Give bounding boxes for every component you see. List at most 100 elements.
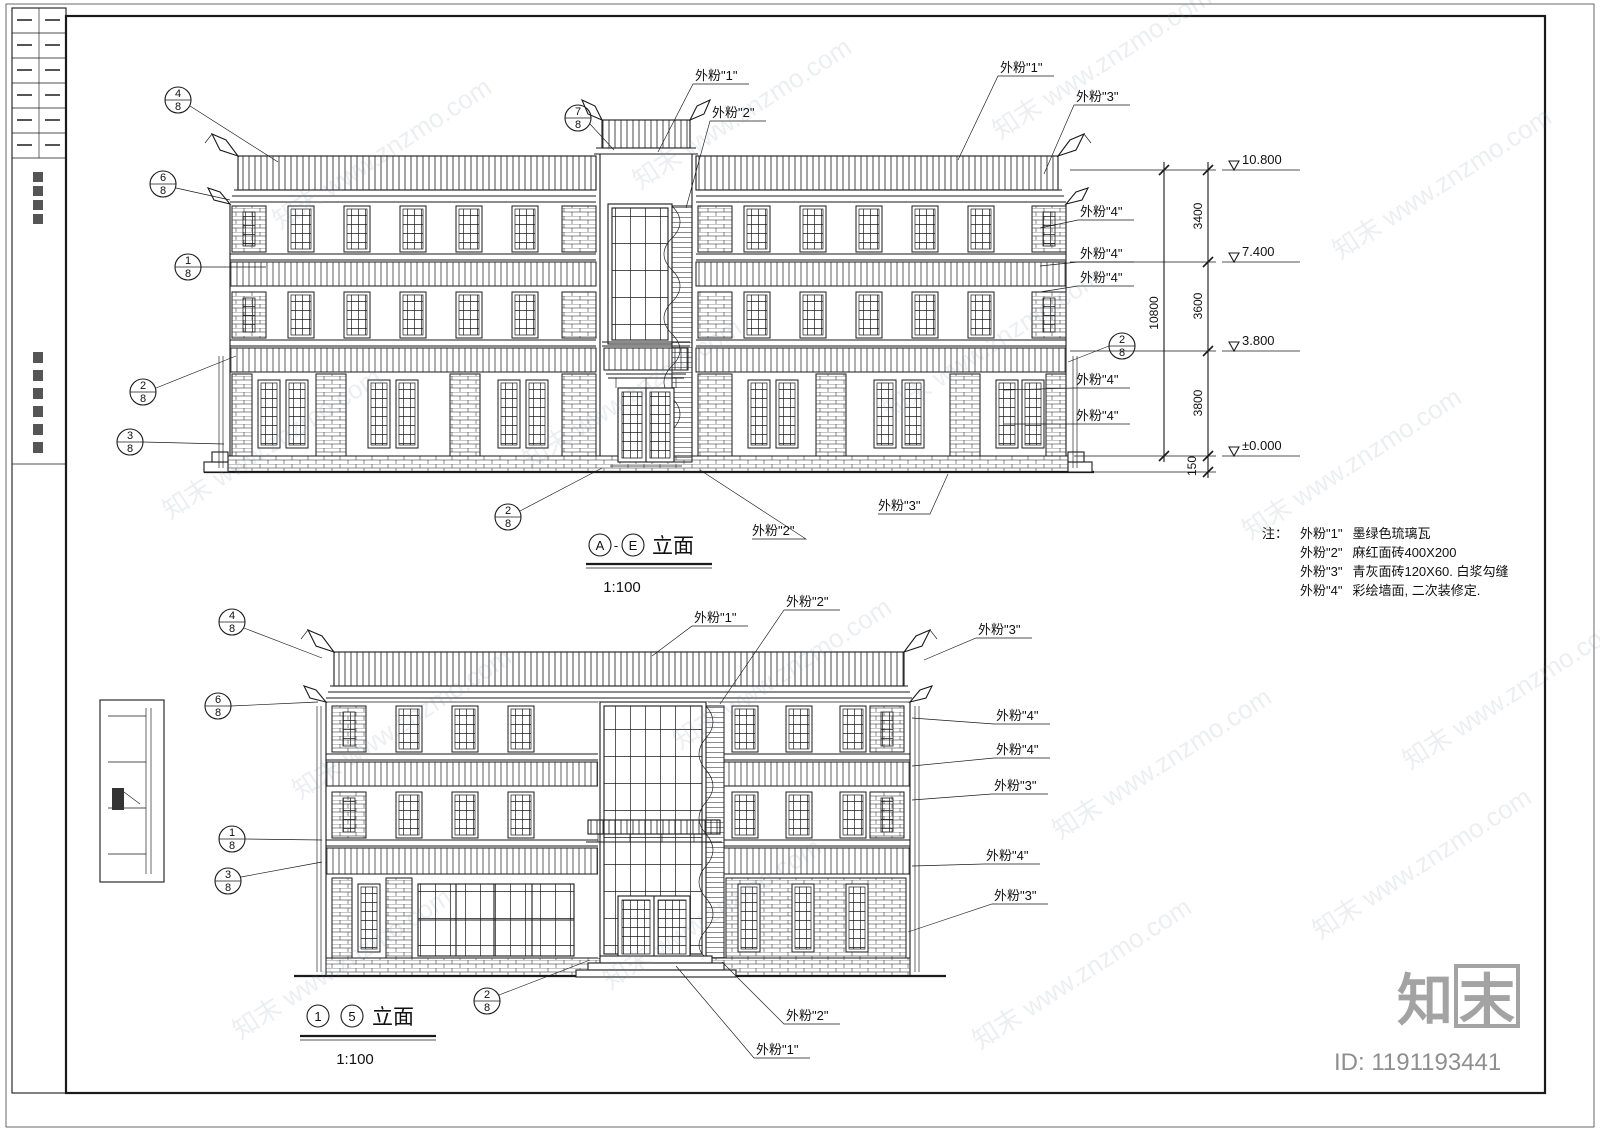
axis-callout: 38 bbox=[116, 428, 225, 456]
watermark-text: 知末 www.znzmo.com bbox=[1307, 781, 1537, 945]
svg-text:8: 8 bbox=[229, 623, 235, 635]
svg-text:7: 7 bbox=[575, 106, 581, 118]
svg-text:8: 8 bbox=[505, 518, 511, 530]
finish-annotation: 外粉"3" bbox=[1043, 89, 1130, 175]
elevation-bottom-title: 1 5 立面 1:100 bbox=[300, 1004, 436, 1068]
wall-section-detail bbox=[99, 699, 165, 883]
svg-text:8: 8 bbox=[140, 393, 146, 405]
svg-text:外粉"1": 外粉"1" bbox=[695, 68, 738, 83]
notes-prefix: 注： bbox=[1262, 526, 1288, 541]
grid-sep: - bbox=[614, 538, 618, 553]
axis-callouts-top: 48 68 18 28 38 78 28 28 bbox=[116, 86, 1136, 531]
level-value: 10.800 bbox=[1242, 152, 1282, 167]
svg-text:外粉"2": 外粉"2" bbox=[712, 105, 755, 120]
svg-text:8: 8 bbox=[127, 443, 133, 455]
svg-text:外粉"4": 外粉"4" bbox=[1080, 246, 1123, 261]
grid-end: 5 bbox=[348, 1009, 355, 1024]
dimension-stack: 3400 3600 3800 150 10800 10.800 7.400 3.… bbox=[1070, 152, 1300, 478]
finish-annotation: 外粉"3" bbox=[878, 473, 949, 515]
level-marker: ±0.000 bbox=[1222, 438, 1300, 458]
title-block-strip bbox=[11, 7, 67, 1094]
axis-callout: 38 bbox=[214, 861, 323, 895]
svg-text:1: 1 bbox=[229, 827, 235, 839]
svg-text:3: 3 bbox=[127, 430, 133, 442]
svg-text:6: 6 bbox=[160, 172, 166, 184]
grid-start: A bbox=[596, 538, 605, 553]
top-second-floor-windows bbox=[231, 291, 1067, 339]
finish-annotation: 外粉"2" bbox=[685, 105, 766, 209]
svg-text:8: 8 bbox=[1119, 347, 1125, 359]
svg-text:4: 4 bbox=[175, 88, 181, 100]
dim-total: 10800 bbox=[1147, 296, 1161, 330]
footer-id: ID: 1191193441 bbox=[1334, 1049, 1501, 1076]
note-line: 外粉"4"彩绘墙面, 二次装修定. bbox=[1300, 583, 1480, 598]
svg-text:2: 2 bbox=[505, 505, 511, 517]
elevation-scale: 1:100 bbox=[603, 579, 641, 596]
svg-text:2: 2 bbox=[484, 989, 490, 1001]
title-block-text bbox=[17, 19, 60, 453]
finish-annotation: 外粉"3" bbox=[911, 778, 1048, 801]
svg-text:外粉"3": 外粉"3" bbox=[878, 498, 921, 513]
finish-annotation: 外粉"4" bbox=[1004, 408, 1130, 425]
finish-annotation: 外粉"2" bbox=[699, 469, 808, 540]
svg-text:外粉"4": 外粉"4" bbox=[986, 848, 1029, 863]
bottom-second-floor-windows bbox=[331, 791, 905, 839]
finish-annotation: 外粉"3" bbox=[923, 622, 1032, 661]
svg-text:外粉"4": 外粉"4" bbox=[1080, 204, 1123, 219]
svg-text:2: 2 bbox=[140, 380, 146, 392]
level-marker: 10.800 bbox=[1222, 152, 1300, 172]
note-line: 外粉"2"麻红面砖400X200 bbox=[1300, 545, 1457, 560]
axis-callout: 18 bbox=[218, 825, 323, 853]
dim-segment: 3600 bbox=[1191, 292, 1205, 319]
finish-annotation: 外粉"3" bbox=[907, 888, 1048, 933]
svg-text:8: 8 bbox=[484, 1002, 490, 1014]
grid-end: E bbox=[629, 538, 638, 553]
brand-logo: 知 末 bbox=[1397, 964, 1520, 1032]
top-tower bbox=[580, 98, 712, 467]
axis-callouts-bottom: 48 68 18 38 28 bbox=[204, 608, 591, 1015]
axis-callout: 28 bbox=[129, 355, 237, 406]
watermark-text: 知末 www.znzmo.com bbox=[1047, 681, 1277, 845]
svg-text:8: 8 bbox=[175, 101, 181, 113]
svg-text:1: 1 bbox=[185, 255, 191, 267]
svg-text:4: 4 bbox=[229, 610, 235, 622]
watermark-text: 知末 www.znzmo.com bbox=[967, 891, 1197, 1055]
finish-annotation: 外粉"4" bbox=[1003, 372, 1130, 391]
svg-text:外粉"3": 外粉"3" bbox=[978, 622, 1021, 637]
elevation-bottom bbox=[294, 628, 946, 978]
finish-annotations-top: 外粉"1" 外粉"2" 外粉"1" 外粉"3" 外粉"4" 外粉"4" 外粉"4… bbox=[657, 60, 1134, 540]
finish-annotation: 外粉"4" bbox=[911, 708, 1050, 725]
finish-annotation: 外粉"1" bbox=[675, 965, 810, 1059]
svg-text:外粉"1": 外粉"1" bbox=[1000, 60, 1043, 75]
svg-text:外粉"4": 外粉"4" bbox=[996, 742, 1039, 757]
dim-segment: 3400 bbox=[1191, 202, 1205, 229]
svg-text:8: 8 bbox=[575, 119, 581, 131]
brand-char-2: 末 bbox=[1459, 969, 1515, 1032]
watermark-text: 知末 www.znzmo.com bbox=[1327, 101, 1557, 265]
dim-segment: 3800 bbox=[1191, 389, 1205, 416]
elevation-top bbox=[203, 98, 1094, 474]
brand-char-1: 知 bbox=[1397, 969, 1453, 1032]
dim-base: 150 bbox=[1185, 456, 1199, 476]
svg-text:外粉"4": 外粉"4" bbox=[996, 708, 1039, 723]
svg-text:外粉"4": 外粉"4" bbox=[1076, 408, 1119, 423]
level-marker: 3.800 bbox=[1222, 333, 1300, 353]
bottom-center-section bbox=[575, 701, 737, 978]
axis-callout: 18 bbox=[174, 253, 266, 281]
axis-callout: 28 bbox=[1067, 332, 1136, 363]
elevation-top-title: A - E 立面 1:100 bbox=[586, 533, 712, 596]
watermark-text: 知末 www.znzmo.com bbox=[1397, 611, 1600, 775]
elevation-name: 立面 bbox=[652, 535, 694, 558]
svg-text:外粉"2": 外粉"2" bbox=[752, 523, 795, 538]
elevation-name: 立面 bbox=[372, 1006, 414, 1029]
svg-text:8: 8 bbox=[185, 268, 191, 280]
top-third-floor-windows bbox=[231, 205, 1067, 253]
finish-annotation: 外粉"4" bbox=[911, 848, 1040, 867]
svg-text:外粉"3": 外粉"3" bbox=[994, 778, 1037, 793]
finish-annotation: 外粉"4" bbox=[1039, 204, 1134, 229]
finish-annotation: 外粉"4" bbox=[911, 742, 1050, 767]
level-value: 7.400 bbox=[1242, 244, 1275, 259]
svg-text:外粉"1": 外粉"1" bbox=[756, 1042, 799, 1057]
axis-callout: 68 bbox=[204, 692, 319, 720]
